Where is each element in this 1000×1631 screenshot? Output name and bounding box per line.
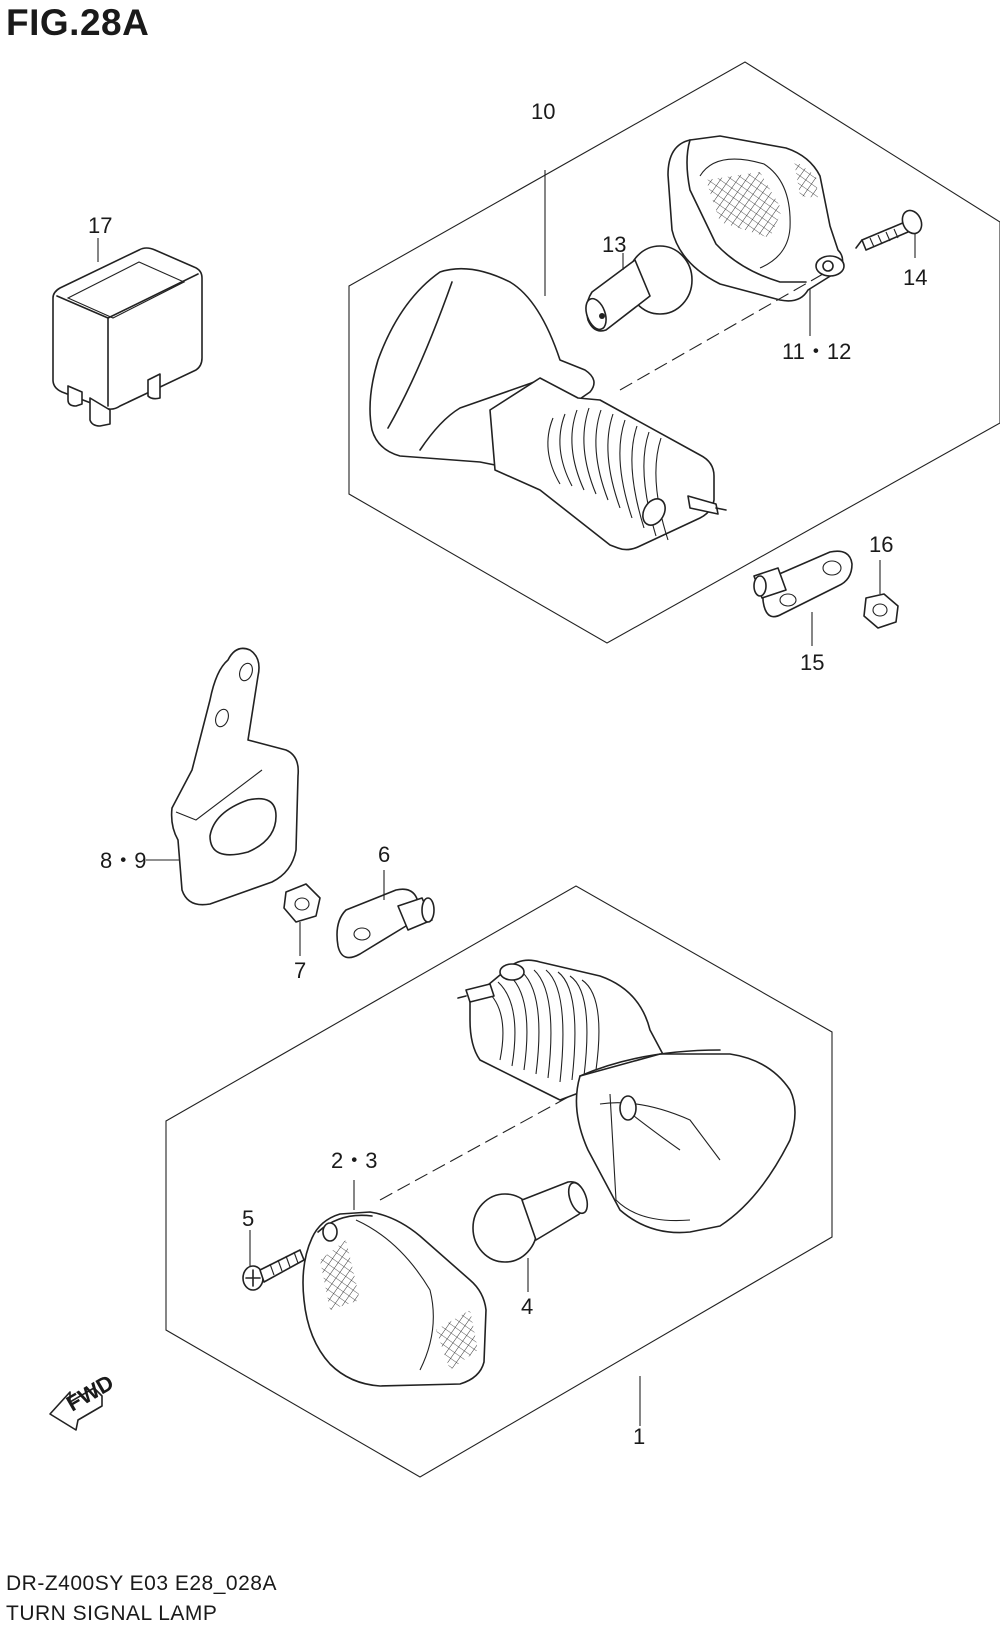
- callout-13: 13: [602, 232, 626, 257]
- fig-title: FIG.28A: [6, 2, 150, 43]
- callout-8-9: 8・9: [100, 848, 146, 873]
- assembly-frame-upper: [348, 61, 1000, 644]
- nut-part-16: [863, 560, 899, 629]
- relay-part-17: [52, 238, 203, 427]
- callout-2-3: 2・3: [331, 1148, 377, 1173]
- callout-14: 14: [903, 265, 927, 290]
- turn-signal-body-part-10: [369, 170, 727, 551]
- callout-11-12: 11・12: [782, 339, 851, 364]
- assembly-frame-lower: [165, 885, 833, 1478]
- diagram-caption: TURN SIGNAL LAMP: [6, 1602, 218, 1625]
- turn-signal-body-part-1: [457, 959, 796, 1426]
- lens-part-2-3: [302, 1095, 571, 1387]
- screw-part-14: [855, 209, 923, 258]
- callout-16: 16: [869, 532, 893, 557]
- callout-15: 15: [800, 650, 824, 675]
- bulb-part-13: [585, 245, 693, 332]
- nut-part-7: [283, 883, 321, 956]
- callouts: 10 17 13 14 11・12 16 15 8・9 6 7 2・3 5 4 …: [88, 99, 927, 1449]
- callout-5: 5: [242, 1206, 254, 1231]
- plate-part-15: [753, 550, 853, 646]
- model-code: DR-Z400SY E03 E28_028A: [6, 1572, 277, 1595]
- plate-part-6: [336, 870, 435, 959]
- screw-part-5: [242, 1230, 305, 1291]
- bulb-part-4: [472, 1180, 589, 1292]
- callout-7: 7: [294, 958, 306, 983]
- fwd-arrow-icon: FWD: [49, 1370, 118, 1431]
- lens-part-11-12: [619, 135, 845, 391]
- callout-1: 1: [633, 1424, 645, 1449]
- bracket-part-8-9: [146, 647, 300, 906]
- callout-10: 10: [531, 99, 555, 124]
- callout-17: 17: [88, 213, 112, 238]
- callout-4: 4: [521, 1294, 533, 1319]
- callout-6: 6: [378, 842, 390, 867]
